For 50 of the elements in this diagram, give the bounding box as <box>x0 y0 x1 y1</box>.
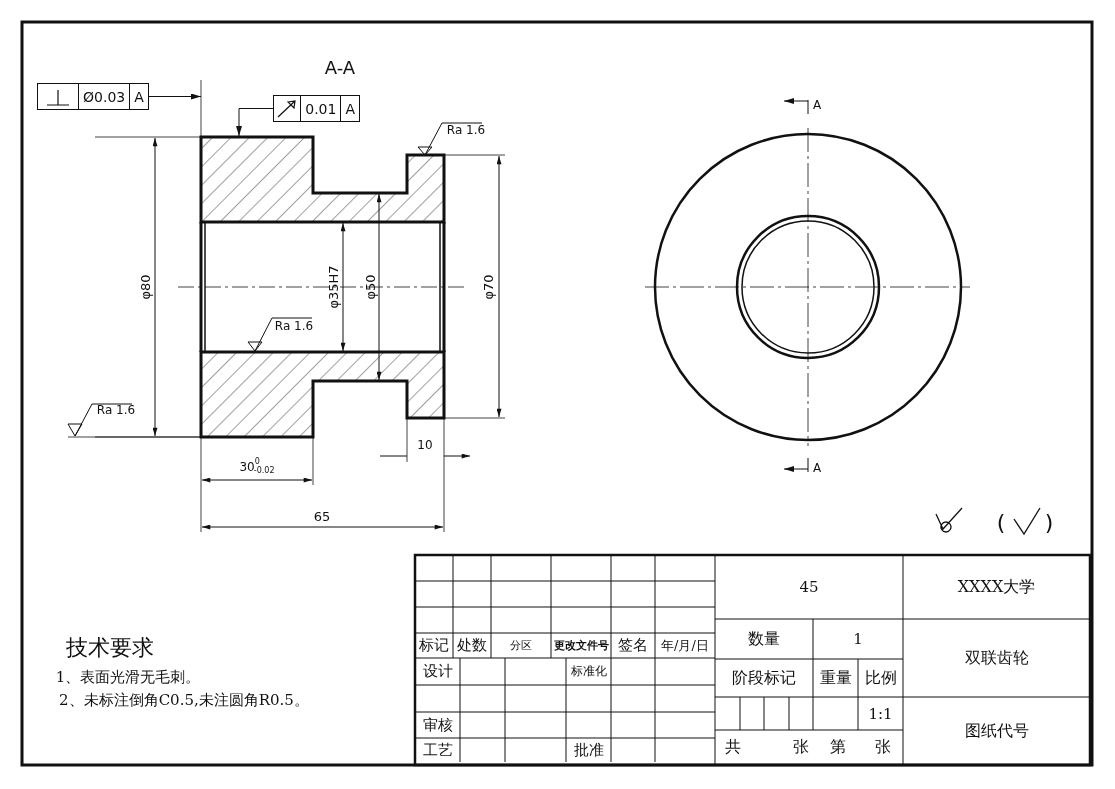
table-text: 年/月/日 <box>660 636 710 655</box>
feature-control-frame <box>37 83 149 110</box>
leader-arrow <box>148 93 202 100</box>
annotation-text: Ra 1.6 <box>446 124 486 136</box>
table-text: 张 <box>792 735 810 758</box>
annotation-text: ( <box>996 512 1006 534</box>
annotation-text: A-A <box>324 59 356 77</box>
table-text: 张 <box>874 735 892 758</box>
table-text: 数量 <box>747 627 781 650</box>
table-text: 工艺 <box>421 739 454 761</box>
dimension-text: φ35H7 <box>326 265 340 309</box>
tolerance-text: 0.01 <box>300 96 341 121</box>
annotation-text: A <box>812 462 822 474</box>
annotation-text: Ra 1.6 <box>274 320 314 332</box>
annotation-text: 1、表面光滑无毛刺。 <box>55 669 201 685</box>
dimension-text: φ50 <box>363 274 377 300</box>
table-text: 分区 <box>509 638 533 654</box>
table-text: 图纸代号 <box>963 719 1030 742</box>
tolerance-text: Ø0.03 <box>78 84 130 109</box>
leader-arrow <box>236 108 274 137</box>
annotation-text: 技术要求 <box>66 637 154 659</box>
tolerance-text: A <box>129 84 148 109</box>
table-text: 共 <box>724 735 742 758</box>
annotation-text: 65 <box>313 509 331 523</box>
table-text: 重量 <box>818 666 853 689</box>
table-text: 45 <box>798 577 820 598</box>
feature-control-frame <box>273 95 360 122</box>
annotation-text: ) <box>1044 512 1054 534</box>
table-text: XXXX大学 <box>956 575 1037 598</box>
annotation-text: Ra 1.6 <box>96 404 136 416</box>
dimension-text: φ80 <box>138 274 152 300</box>
table-text: 设计 <box>421 661 454 682</box>
table-text: 比例 <box>863 666 898 689</box>
table-text: 阶段标记 <box>731 666 797 689</box>
dimension-text: φ70 <box>481 274 495 300</box>
tolerance-text: A <box>340 96 359 121</box>
table-text: 处数 <box>456 635 488 656</box>
table-text: 第 <box>829 735 847 758</box>
table-text: 签名 <box>617 635 649 656</box>
table-text: 1 <box>852 629 864 650</box>
table-text: 双联齿轮 <box>963 646 1030 669</box>
table-text: 标准化 <box>569 663 608 680</box>
table-text: 批准 <box>572 739 605 761</box>
table-text: 审核 <box>421 714 454 736</box>
table-text: 更改文件号 <box>552 638 610 654</box>
table-text: 1:1 <box>867 703 894 725</box>
annotation-text: 2、未标注倒角C0.5,未注圆角R0.5。 <box>59 692 309 708</box>
annotation-text: A <box>812 99 822 111</box>
annotation-text: 10 <box>417 439 433 451</box>
table-text: 标记 <box>418 635 450 656</box>
